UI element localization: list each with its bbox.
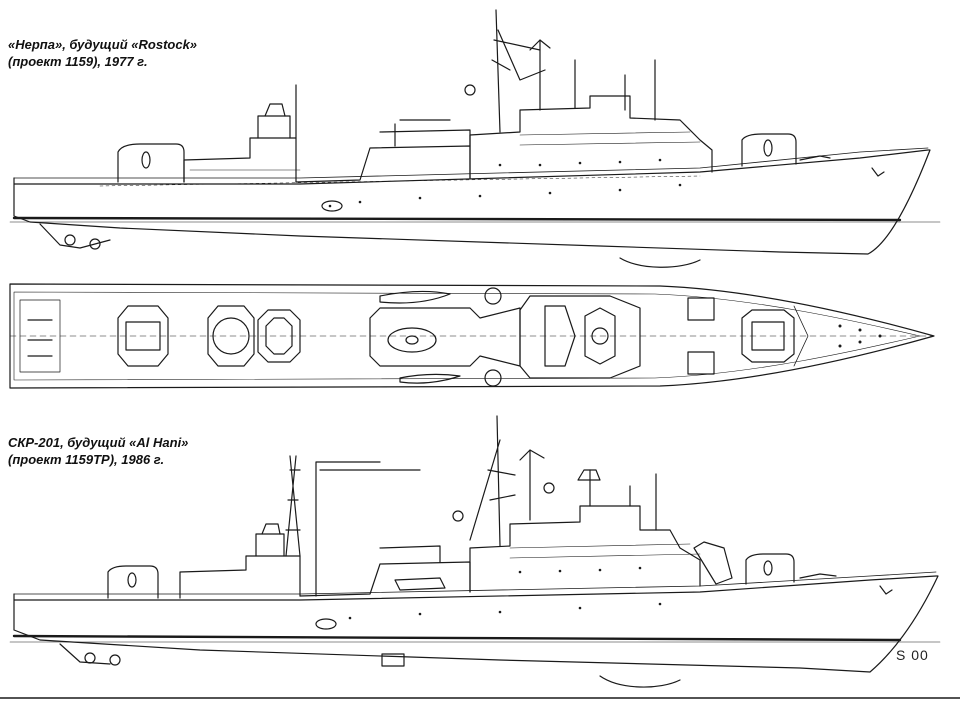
fwd-gun-skr201 <box>746 554 794 584</box>
hull-nerpa <box>14 150 930 254</box>
mast-skr201 <box>470 416 515 546</box>
profile-skr201 <box>10 416 940 687</box>
waterline-skr201 <box>14 636 900 640</box>
waterline-nerpa <box>14 218 900 220</box>
aft-gun-skr201 <box>108 566 158 598</box>
hull-number: S 00 <box>896 647 929 663</box>
aft-gun-nerpa <box>118 144 184 182</box>
caption-nerpa-line1: «Нерпа», будущий «Rostock» <box>8 37 198 52</box>
caption-nerpa-line2: (проект 1159), 1977 г. <box>8 54 148 69</box>
caption-nerpa: «Нерпа», будущий «Rostock» (проект 1159)… <box>8 36 197 70</box>
mast-nerpa <box>492 10 545 132</box>
fwd-gun-nerpa <box>742 134 796 166</box>
boat-upper <box>380 291 450 303</box>
plan-nerpa <box>10 284 934 388</box>
caption-skr201-line1: СКР-201, будущий «Al Hani» <box>8 435 189 450</box>
caption-skr201: СКР-201, будущий «Al Hani» (проект 1159T… <box>8 434 188 468</box>
bridge-nerpa <box>470 96 712 178</box>
profile-nerpa <box>10 10 940 267</box>
boat-lower <box>400 374 460 383</box>
hull-skr201 <box>14 576 938 672</box>
portholes-skr201 <box>348 566 662 620</box>
caption-skr201-line2: (проект 1159TP), 1986 г. <box>8 452 165 467</box>
bridge-skr201 <box>470 506 700 592</box>
portholes-nerpa <box>328 158 682 208</box>
